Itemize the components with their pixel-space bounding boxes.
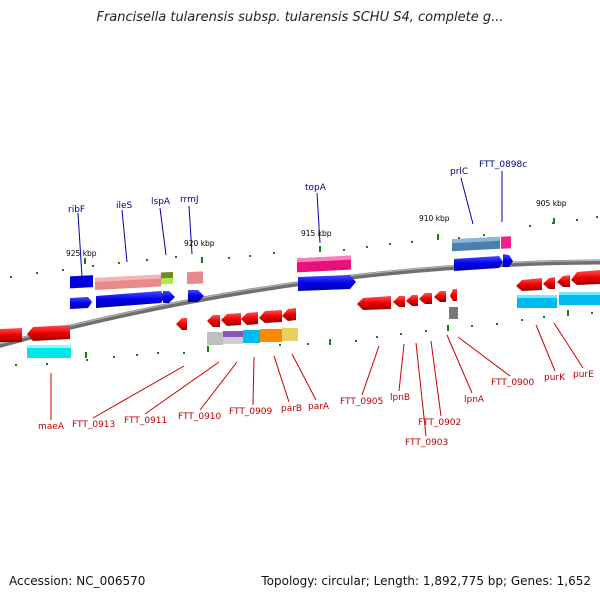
reverse-gene-labels (50, 322, 584, 437)
gene-FTT_0898c-cds[interactable] (503, 254, 513, 267)
label-lpnB: lpnB (390, 393, 410, 403)
label-FTT_0913: FTT_0913 (72, 420, 115, 430)
map-title: Francisella tularensis subsp. tularensis… (96, 10, 504, 25)
gene-parB[interactable] (259, 310, 282, 323)
label-ileS: ileS (116, 201, 133, 211)
reverse-cds-track (0, 270, 600, 342)
gene-lspA[interactable] (163, 291, 175, 303)
gene-FTT_0910[interactable] (221, 313, 241, 326)
forward-gene-labels (77, 171, 503, 278)
reverse-feature-blocks (27, 292, 600, 358)
label-rrmJ: rrmJ (180, 195, 199, 205)
gene-FTT_0902[interactable] (419, 293, 432, 304)
label-FTT_0911: FTT_0911 (124, 416, 167, 426)
scale-label-910: 910 kbp (419, 214, 450, 223)
gene-purE[interactable] (557, 275, 570, 287)
label-maeA: maeA (38, 422, 65, 432)
label-prlC: prlC (450, 167, 468, 177)
gene-FTT_0905[interactable] (357, 296, 391, 310)
label-FTT_0910: FTT_0910 (178, 412, 222, 422)
label-ribF: ribF (68, 205, 85, 215)
label-purK: purK (544, 373, 566, 383)
gene-FTT_0911[interactable] (207, 315, 220, 327)
inner-scale-dots (15, 312, 593, 366)
gene-lpnA[interactable] (434, 291, 446, 302)
label-lpnA: lpnA (464, 395, 485, 405)
label-parA: parA (308, 402, 330, 412)
forward-cds-track (70, 254, 513, 309)
gene-purE-b[interactable] (571, 270, 600, 285)
label-topA: topA (305, 183, 327, 193)
label-FTT_0898c: FTT_0898c (479, 160, 527, 170)
label-FTT_0903: FTT_0903 (405, 438, 448, 448)
scale-label-920: 920 kbp (184, 239, 215, 248)
gene-lpnB[interactable] (393, 296, 405, 307)
label-FTT_0905: FTT_0905 (340, 397, 383, 407)
gene-purK-a[interactable] (516, 278, 542, 291)
forward-feature-blocks (70, 236, 511, 291)
label-purE: purE (573, 370, 594, 380)
label-FTT_0900: FTT_0900 (491, 378, 535, 388)
gene-topA[interactable] (298, 275, 356, 291)
label-lspA: lspA (151, 197, 171, 207)
gene-FTT_0900[interactable] (450, 289, 457, 301)
scale-label-925: 925 kbp (66, 249, 97, 258)
gene-purK[interactable] (543, 277, 555, 289)
outer-major-ticks (84, 218, 555, 264)
label-FTT_0902: FTT_0902 (418, 418, 461, 428)
gene-parA[interactable] (282, 308, 296, 321)
gene-ribF[interactable] (70, 297, 92, 309)
label-FTT_0909: FTT_0909 (229, 407, 273, 417)
gene-FTT_0909[interactable] (241, 312, 258, 325)
gene-prlC[interactable] (454, 256, 503, 271)
gene-FTT_0903[interactable] (406, 295, 418, 306)
inner-major-ticks (85, 310, 569, 358)
genome-stats-text: Topology: circular; Length: 1,892,775 bp… (261, 574, 591, 588)
scale-label-915: 915 kbp (301, 229, 332, 238)
gene-maeA[interactable] (27, 325, 70, 341)
gene-FTT_0913[interactable] (176, 318, 187, 330)
accession-text: Accession: NC_006570 (9, 574, 146, 588)
label-parB: parB (281, 404, 302, 414)
gene-rrmJ[interactable] (188, 290, 204, 302)
gene-ileS[interactable] (96, 291, 165, 308)
gene-maeA-left[interactable] (0, 328, 22, 342)
scale-label-905: 905 kbp (536, 199, 567, 208)
